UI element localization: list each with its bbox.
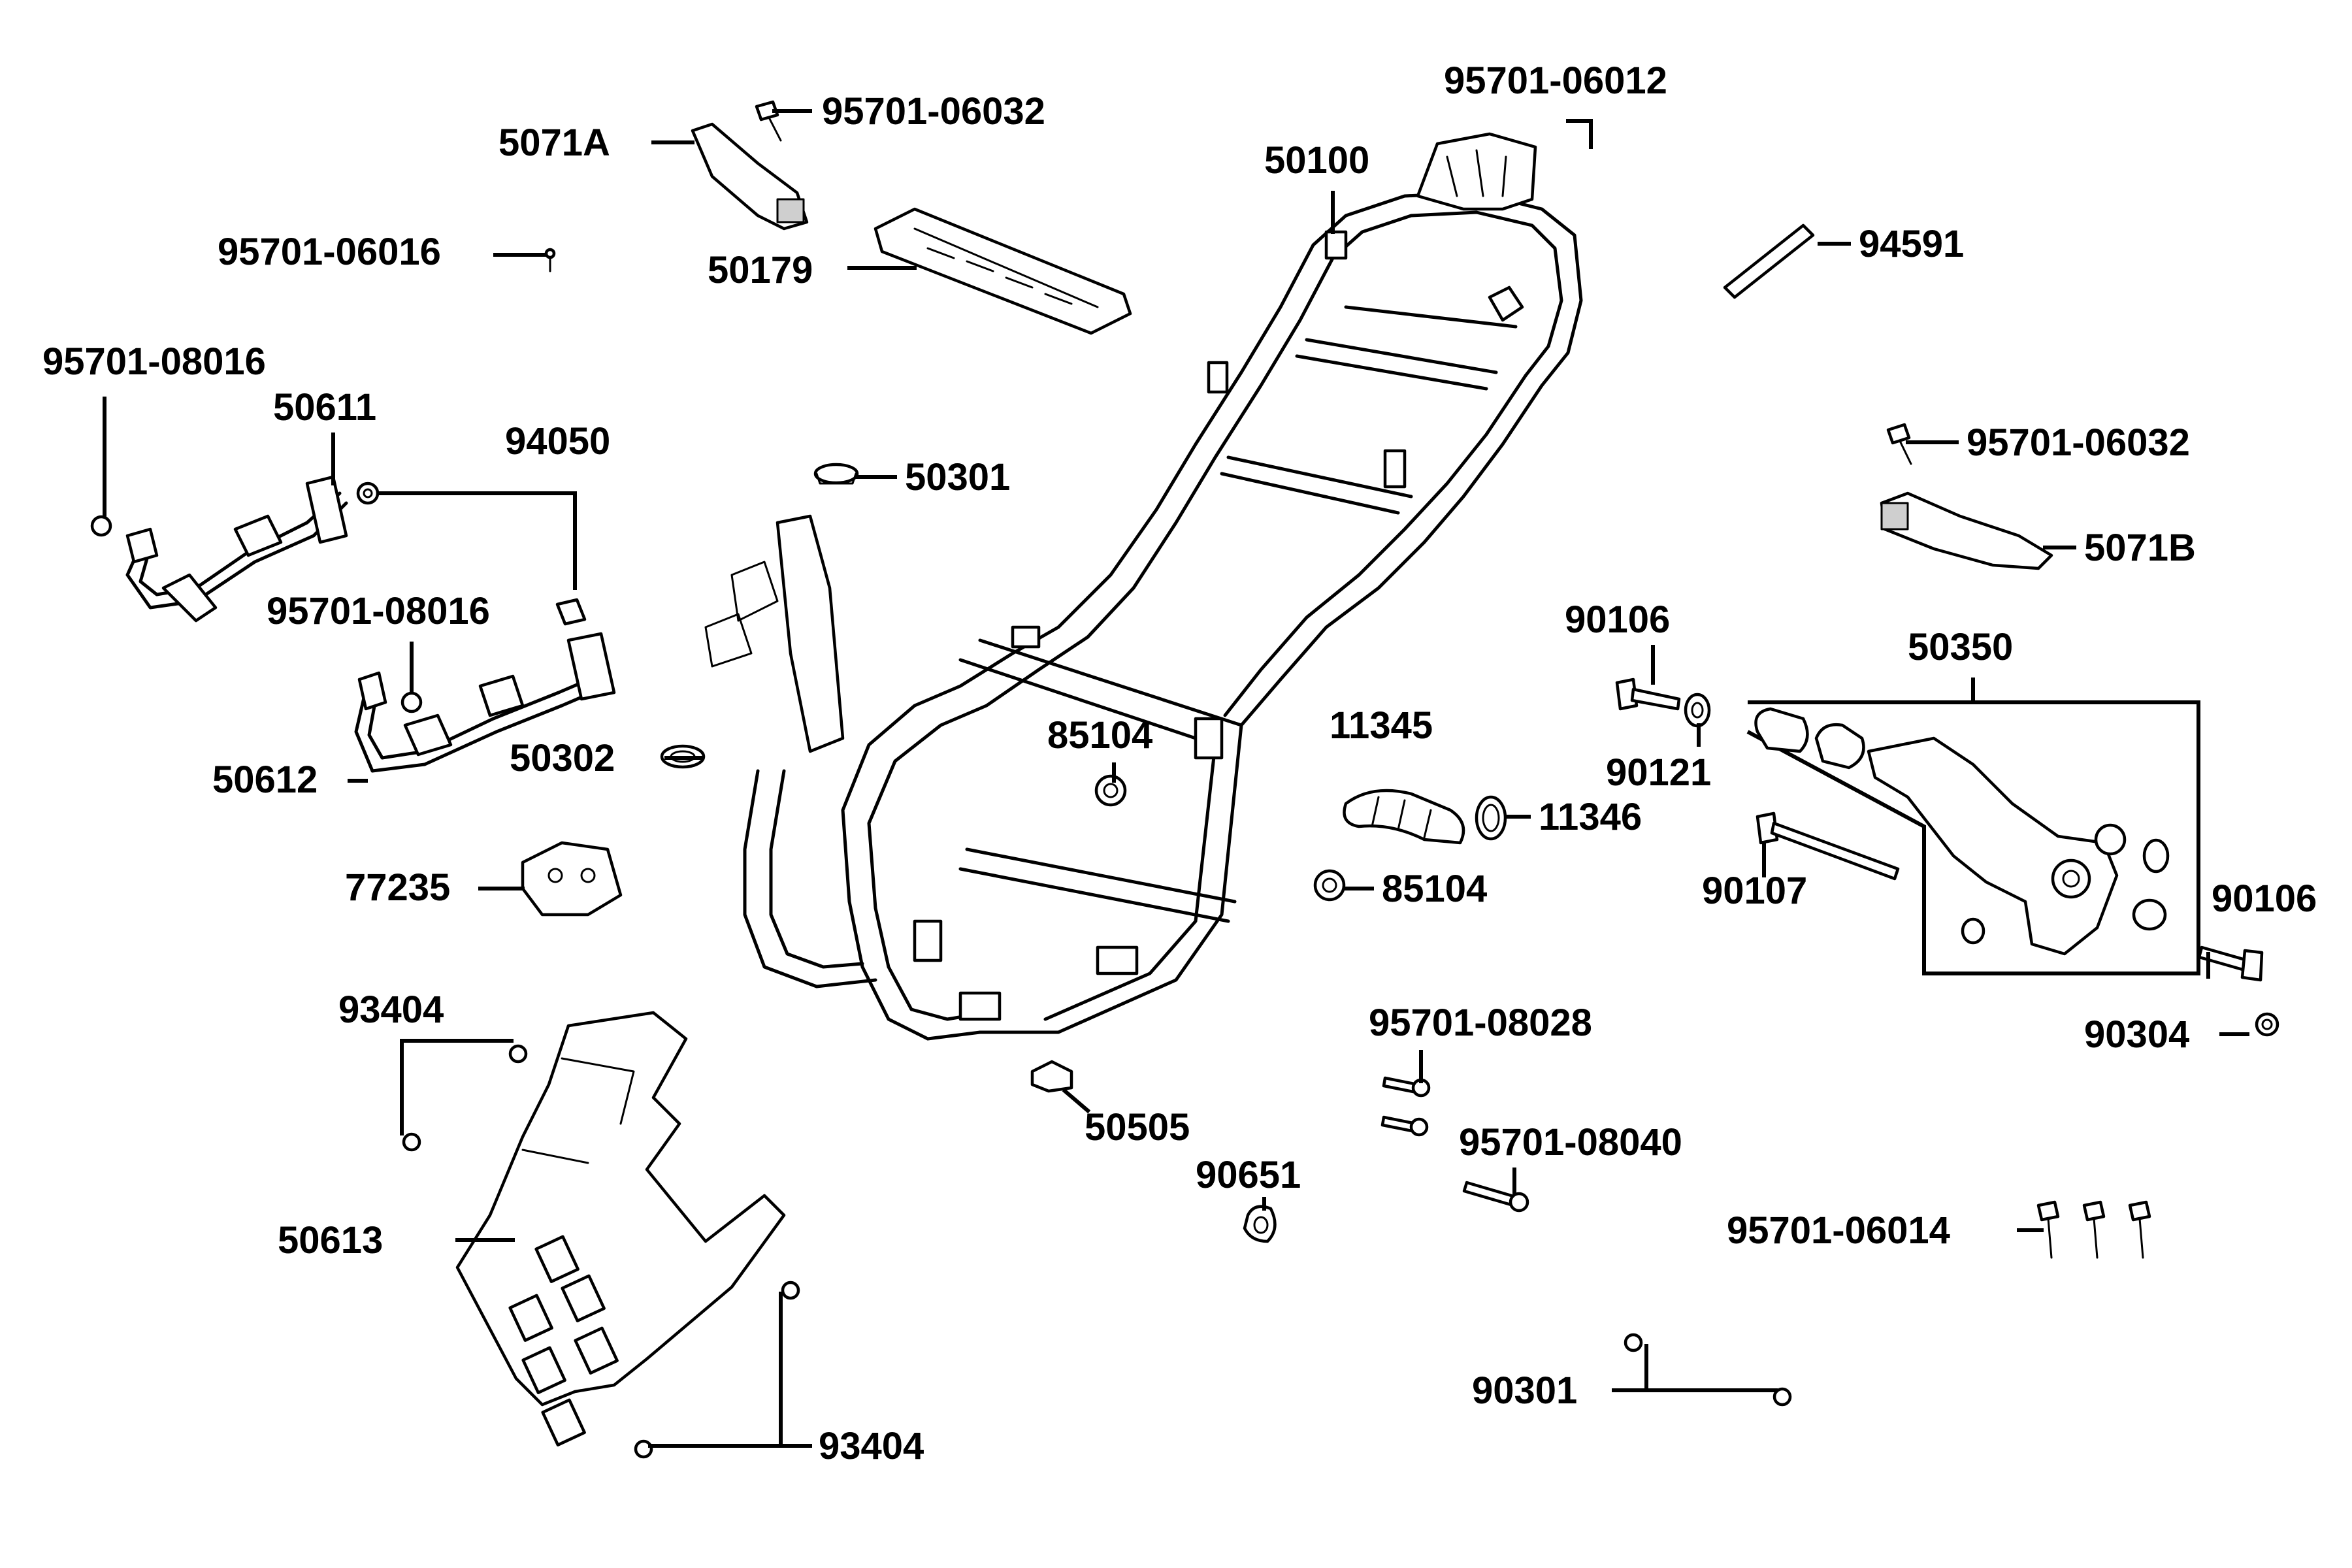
nut-90304-drawing xyxy=(2255,1012,2279,1037)
lock-77235-drawing xyxy=(521,841,623,917)
nuts-90301-drawing xyxy=(1624,1333,1792,1407)
label-94591: 94591 xyxy=(1859,223,1964,265)
label-95701-08016-b: 95701-08016 xyxy=(267,590,490,632)
label-85104-b: 85104 xyxy=(1382,868,1487,910)
bolt-95701-06032-top-drawing xyxy=(755,100,782,142)
label-5071B: 5071B xyxy=(2084,527,2196,569)
footrest-5071B-drawing xyxy=(1880,491,2053,570)
cover-50613-drawing xyxy=(455,1011,786,1446)
bolt-95701-06032-right-drawing xyxy=(1886,423,1912,465)
label-93404-b: 93404 xyxy=(819,1425,924,1467)
label-90106-a: 90106 xyxy=(1565,598,1670,641)
label-95701-08040: 95701-08040 xyxy=(1459,1121,1682,1164)
main-frame-drawing xyxy=(704,132,1583,1041)
grommet-85104-a-drawing xyxy=(1094,774,1127,807)
label-50613: 50613 xyxy=(278,1219,383,1262)
clamp-90651-drawing xyxy=(1243,1205,1277,1243)
label-90301: 90301 xyxy=(1472,1369,1577,1412)
label-11346: 11346 xyxy=(1539,796,1642,838)
label-85104-a: 85104 xyxy=(1047,714,1152,757)
label-50611: 50611 xyxy=(273,386,376,429)
bolts-95701-08028-drawing xyxy=(1380,1076,1431,1137)
label-5071A: 5071A xyxy=(498,122,610,164)
bracket-50611-drawing xyxy=(90,475,348,623)
hose-11345-drawing xyxy=(1343,789,1465,845)
clip-50505-drawing xyxy=(1030,1060,1073,1093)
bolts-95701-06014-drawing xyxy=(2036,1200,2151,1259)
label-90107: 90107 xyxy=(1702,870,1807,912)
label-77235: 77235 xyxy=(345,866,450,909)
clamp-11346-drawing xyxy=(1475,795,1507,841)
washer-90121-drawing xyxy=(1684,693,1711,728)
label-90651: 90651 xyxy=(1196,1154,1301,1196)
label-50179: 50179 xyxy=(708,249,813,291)
label-90304: 90304 xyxy=(2084,1013,2189,1056)
label-90106-b: 90106 xyxy=(2212,877,2317,920)
plate-50179-drawing xyxy=(874,207,1132,335)
engine-hanger-50350-drawing xyxy=(1746,700,2200,975)
bracket-50612-drawing xyxy=(354,632,616,773)
bolt-95701-08040-drawing xyxy=(1462,1181,1529,1213)
label-50612: 50612 xyxy=(212,759,318,801)
label-94050: 94050 xyxy=(505,420,610,463)
label-95701-08028: 95701-08028 xyxy=(1369,1002,1592,1044)
grommet-50301-drawing xyxy=(813,463,859,485)
part-labels: 95701-06012 95701-06032 5071A 50100 9570… xyxy=(42,59,2317,1467)
label-11345: 11345 xyxy=(1330,704,1433,747)
nut-94050-drawing xyxy=(356,482,587,626)
grommet-85104-b-drawing xyxy=(1313,869,1346,902)
label-95701-06014: 95701-06014 xyxy=(1727,1209,1950,1252)
label-95701-06032-top: 95701-06032 xyxy=(822,90,1045,133)
label-90121: 90121 xyxy=(1606,751,1711,794)
screw-95701-06016-drawing xyxy=(544,248,556,272)
bolt-90106-a-drawing xyxy=(1615,678,1681,711)
label-93404-a: 93404 xyxy=(338,988,444,1031)
bolt-90107-drawing xyxy=(1756,811,1900,881)
label-95701-06032-right: 95701-06032 xyxy=(1967,421,2190,464)
footrest-5071A-drawing xyxy=(691,122,809,231)
screws-93404-drawing xyxy=(402,1044,800,1459)
label-95701-06012: 95701-06012 xyxy=(1444,59,1667,102)
label-50100: 50100 xyxy=(1264,139,1369,182)
label-50350: 50350 xyxy=(1908,626,2013,668)
leader-lines xyxy=(103,109,2249,1448)
label-95701-06016: 95701-06016 xyxy=(218,231,441,273)
label-50301: 50301 xyxy=(905,456,1010,498)
label-95701-08016-a: 95701-08016 xyxy=(42,340,266,383)
label-50505: 50505 xyxy=(1085,1106,1190,1149)
bolt-95701-08016-b-drawing xyxy=(400,691,423,713)
bolt-90106-b-drawing xyxy=(2197,945,2264,982)
strap-94591-drawing xyxy=(1723,223,1815,299)
label-50302: 50302 xyxy=(510,737,615,779)
